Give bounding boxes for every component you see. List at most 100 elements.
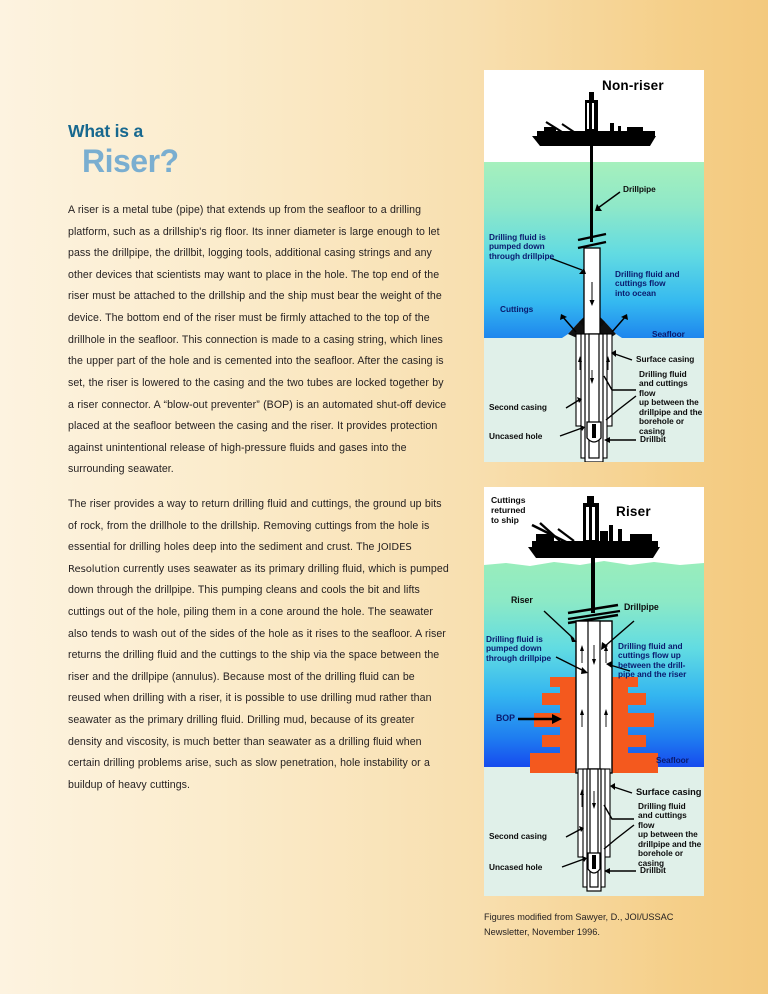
- riser-stem-riser: [591, 558, 595, 613]
- label-uncased-hole-riser: Uncased hole: [489, 862, 543, 872]
- label-uncased-hole-nonriser: Uncased hole: [489, 431, 543, 441]
- label-drillpipe-nonriser: Drillpipe: [623, 184, 656, 194]
- label-drillbit-nonriser: Drillbit: [640, 434, 666, 444]
- annulus-arrow-5-head-riser: [580, 789, 584, 795]
- figure-riser: Riser Cuttings returned to ship Riser Dr…: [484, 487, 704, 896]
- figure-title-non-riser: Non-riser: [602, 78, 664, 93]
- annulus-arrow-2-head-riser: [604, 645, 608, 651]
- drillship-deck-nonriser: [537, 131, 655, 137]
- leader-second-casing-head-nonriser: [577, 397, 582, 403]
- leader-drillpipe-head-nonriser: [595, 204, 602, 211]
- derrick-riser: [583, 503, 599, 543]
- leader-fluid-pumped-nonriser: [549, 257, 583, 271]
- leader-flowup-riser: [609, 664, 631, 672]
- drillbit-core-riser: [592, 855, 596, 869]
- leader-second-casing-riser: [565, 828, 582, 838]
- riser-flange-1: [567, 609, 621, 621]
- derrick-crown-nonriser: [589, 92, 594, 101]
- drillpipe-in-riser: [587, 620, 601, 774]
- figure-title-riser: Riser: [616, 504, 651, 519]
- label-flow-up-riser: Drilling fluid and cuttings flow up betw…: [618, 641, 687, 680]
- cuttings-arrow-right-nonriser: [611, 315, 627, 333]
- leader-riser-label: [543, 610, 575, 640]
- deckhouse-b-riser: [630, 534, 652, 542]
- figure-caption: Figures modified from Sawyer, D., JOI/US…: [484, 912, 674, 937]
- cuttings-arrow-left-head-nonriser: [560, 314, 567, 320]
- riser-diagram-graphics: [484, 496, 704, 896]
- leader-drillpipe-riser: [603, 620, 635, 648]
- paragraph-2: The riser provides a way to return drill…: [68, 494, 450, 797]
- label-cuttings-returned-riser: Cuttings returned to ship: [491, 495, 526, 525]
- derrick-gap1-nonriser: [587, 103, 589, 129]
- pipe-arrow-down-head-riser: [592, 659, 596, 665]
- leader-uncased-nonriser: [559, 427, 583, 437]
- figure-non-riser: Non-riser Drillpipe Drilling fluid is pu…: [484, 70, 704, 462]
- label-flow-up-nonriser: Drilling fluid and cuttings flow up betw…: [639, 369, 703, 436]
- drillship-hull-riser: [528, 547, 660, 558]
- article-text-column: What is a Riser? A riser is a metal tube…: [68, 121, 450, 797]
- deckhouse-c-riser: [600, 531, 608, 542]
- break-mark-2-nonriser: [577, 240, 607, 250]
- leader-second-casing-head-riser: [579, 826, 584, 832]
- leader-flowup-a-nonriser: [603, 375, 636, 391]
- crane-b-nonriser: [561, 123, 575, 133]
- annulus-arrow-4-head-riser: [604, 709, 608, 715]
- leader-surface-casing-head-nonriser: [611, 350, 616, 357]
- page-title-line-2: Riser?: [82, 143, 179, 180]
- flow-arrow-down-head-nonriser: [589, 300, 595, 306]
- deckhouse-b-nonriser: [627, 127, 643, 132]
- paragraph-2-part-1: The riser provides a way to return drill…: [68, 497, 442, 554]
- break-mark-1-riser: [567, 603, 619, 615]
- drillpipe-downhole-riser: [589, 768, 599, 888]
- mast-b-nonriser: [618, 126, 621, 132]
- annulus-arrow-1-head-nonriser: [578, 356, 582, 362]
- drillship-hull-nonriser: [532, 136, 656, 146]
- label-surface-casing-riser: Surface casing: [636, 787, 702, 797]
- deckhouse-a-riser: [536, 534, 554, 542]
- derrick-gap2-riser: [592, 507, 595, 540]
- drillpipe-downhole-nonriser: [588, 333, 600, 459]
- page-title-line-1: What is a: [68, 121, 144, 141]
- non-riser-diagram-graphics: [484, 92, 704, 462]
- leader-fluid-pumped-head-riser: [581, 667, 588, 674]
- leader-uncased-head-riser: [582, 856, 587, 862]
- label-surface-casing-nonriser: Surface casing: [636, 354, 695, 364]
- leader-flowup2-a-riser: [603, 804, 634, 820]
- mast-a-riser: [609, 525, 613, 542]
- label-riser-riser: Riser: [511, 595, 533, 605]
- label-seafloor-nonriser: Seafloor: [652, 329, 685, 339]
- annulus-arrow-1-head-riser: [580, 645, 584, 651]
- derrick-crown-riser: [587, 496, 594, 504]
- leader-uncased-riser: [561, 858, 585, 868]
- derrick-gap1-riser: [586, 507, 589, 540]
- label-bop-riser: BOP: [496, 713, 515, 723]
- drillship-deck-riser: [532, 541, 658, 548]
- leader-surface-casing-head-riser: [610, 783, 615, 790]
- ship-name-joides-resolution: JOIDES Resolution: [68, 542, 412, 575]
- drillbit-core-nonriser: [592, 424, 596, 438]
- leader-bop-head: [552, 714, 562, 724]
- label-seafloor-riser: Seafloor: [656, 755, 689, 765]
- leader-drillbit-head-nonriser: [604, 437, 610, 443]
- label-second-casing-riser: Second casing: [489, 831, 547, 841]
- pipe-arrow-down2-head-riser: [592, 803, 596, 809]
- label-cuttings-nonriser: Cuttings: [500, 304, 534, 314]
- annulus-arrow-2-head-nonriser: [606, 356, 610, 362]
- leader-drillpipe-nonriser: [597, 191, 621, 209]
- label-drillpipe-riser: Drillpipe: [624, 602, 659, 612]
- leader-fluid-pumped-head-nonriser: [579, 268, 586, 274]
- derrick-gap2-nonriser: [592, 103, 594, 129]
- paragraph-1: A riser is a metal tube (pipe) that exte…: [68, 204, 447, 476]
- label-drillbit-riser: Drillbit: [640, 865, 666, 875]
- label-fluid-into-ocean-nonriser: Drilling fluid and cuttings flow into oc…: [615, 269, 680, 298]
- mast-b-riser: [618, 529, 622, 542]
- pipe-arrow-down-head-nonriser: [590, 378, 594, 384]
- label-flow-up-borehole-riser: Drilling fluid and cuttings flow up betw…: [638, 801, 702, 868]
- leader-riser-label-head: [570, 635, 577, 642]
- leader-surface-casing-riser: [613, 786, 633, 794]
- label-fluid-pumped-nonriser: Drilling fluid is pumped down through dr…: [489, 232, 555, 261]
- leader-drillpipe-head-riser: [601, 642, 608, 650]
- leader-cuttings-returned-riser: [531, 523, 581, 551]
- paragraph-2-part-2: currently uses seawater as its primary d…: [68, 562, 449, 791]
- leader-flowup-b-nonriser: [605, 395, 637, 421]
